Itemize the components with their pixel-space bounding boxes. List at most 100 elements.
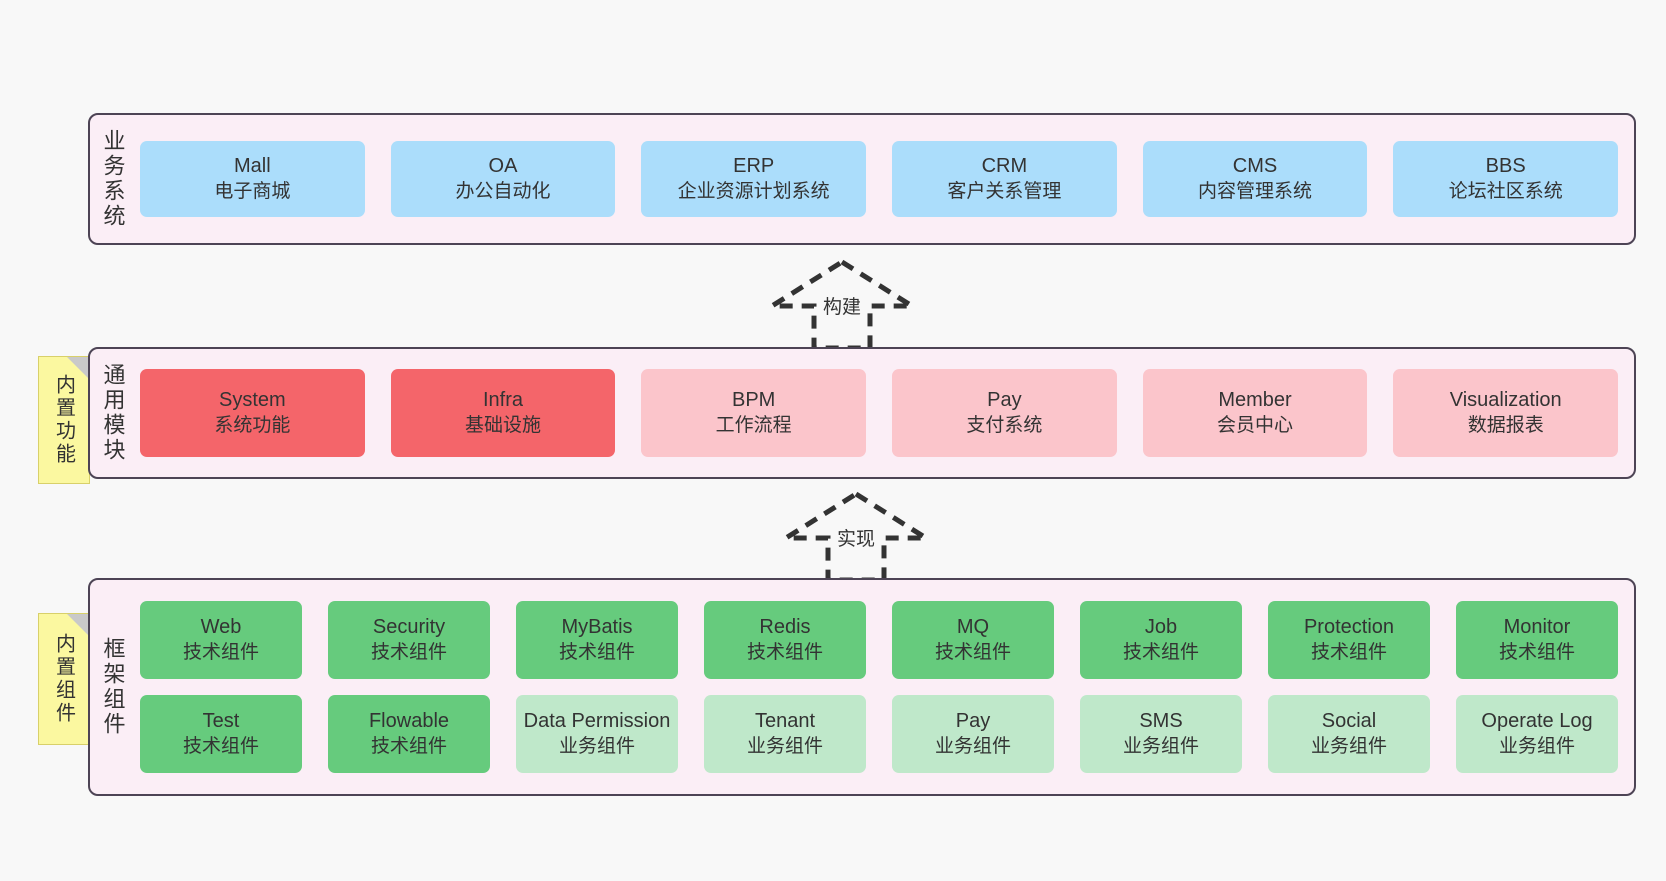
sticky-fold-corner-icon (67, 614, 89, 636)
node-title: BPM (732, 389, 776, 412)
node-title: ERP (733, 155, 775, 178)
node-title: Pay (987, 389, 1022, 412)
node-web[interactable]: Web 技术组件 (140, 601, 302, 679)
node-subtitle: 业务组件 (1122, 735, 1199, 757)
layer-label-modules: 通用模块 (100, 363, 126, 463)
sticky-note-builtin-features: 内置功能 (38, 356, 90, 484)
node-subtitle: 技术组件 (182, 735, 259, 757)
layer-row: Test 技术组件 Flowable 技术组件 Data Permission … (140, 695, 1618, 773)
node-infra[interactable]: Infra 基础设施 (390, 369, 616, 457)
node-tenant[interactable]: Tenant 业务组件 (704, 695, 866, 773)
node-subtitle: 业务组件 (934, 735, 1011, 757)
node-monitor[interactable]: Monitor 技术组件 (1456, 601, 1618, 679)
node-title: BBS (1485, 155, 1526, 178)
node-title: Protection (1303, 616, 1395, 639)
node-sms[interactable]: SMS 业务组件 (1080, 695, 1242, 773)
node-erp[interactable]: ERP 企业资源计划系统 (641, 141, 867, 217)
node-pay-component[interactable]: Pay 业务组件 (892, 695, 1054, 773)
node-subtitle: 业务组件 (558, 735, 635, 757)
node-visualization[interactable]: Visualization 数据报表 (1393, 369, 1619, 457)
node-social[interactable]: Social 业务组件 (1268, 695, 1430, 773)
node-title: Operate Log (1481, 710, 1593, 733)
layer-row: Mall 电子商城 OA 办公自动化 ERP 企业资源计划系统 CRM 客户关系… (140, 141, 1619, 217)
node-title: Pay (955, 710, 991, 733)
node-title: Job (1144, 616, 1178, 639)
node-subtitle: 技术组件 (558, 641, 635, 663)
node-title: Mall (234, 155, 271, 178)
node-member[interactable]: Member 会员中心 (1142, 369, 1368, 457)
node-subtitle: 内容管理系统 (1198, 180, 1313, 202)
node-bbs[interactable]: BBS 论坛社区系统 (1393, 141, 1619, 217)
node-title: CMS (1232, 155, 1278, 178)
node-title: Web (200, 616, 242, 639)
node-subtitle: 业务组件 (1498, 735, 1575, 757)
node-subtitle: 基础设施 (465, 414, 542, 436)
arrow-label-implement: 实现 (836, 529, 875, 550)
node-title: Monitor (1503, 616, 1571, 639)
sticky-note-label: 内置功能 (52, 374, 75, 466)
layer-row: System 系统功能 Infra 基础设施 BPM 工作流程 Pay 支付系统… (140, 369, 1619, 457)
node-subtitle: 技术组件 (1310, 641, 1387, 663)
node-flowable[interactable]: Flowable 技术组件 (328, 695, 490, 773)
node-test[interactable]: Test 技术组件 (140, 695, 302, 773)
sticky-note-label: 内置组件 (52, 633, 75, 725)
node-subtitle: 系统功能 (214, 414, 291, 436)
node-crm[interactable]: CRM 客户关系管理 (892, 141, 1117, 217)
node-subtitle: 技术组件 (746, 641, 823, 663)
node-protection[interactable]: Protection 技术组件 (1268, 601, 1430, 679)
sticky-fold-corner-icon (67, 357, 89, 379)
node-title: MyBatis (561, 616, 633, 639)
node-subtitle: 客户关系管理 (947, 180, 1062, 202)
node-cms[interactable]: CMS 内容管理系统 (1142, 141, 1368, 217)
node-title: SMS (1139, 710, 1183, 733)
node-title: Member (1218, 389, 1292, 412)
node-subtitle: 技术组件 (1122, 641, 1199, 663)
node-subtitle: 技术组件 (182, 641, 259, 663)
layer-body-modules: System 系统功能 Infra 基础设施 BPM 工作流程 Pay 支付系统… (136, 349, 1634, 477)
node-mybatis[interactable]: MyBatis 技术组件 (516, 601, 678, 679)
node-subtitle: 业务组件 (746, 735, 823, 757)
node-title: Redis (759, 616, 811, 639)
node-title: OA (488, 155, 518, 178)
layer-body-framework: Web 技术组件 Security 技术组件 MyBatis 技术组件 Redi… (136, 580, 1634, 794)
node-title: Visualization (1449, 389, 1562, 412)
node-subtitle: 论坛社区系统 (1448, 180, 1563, 202)
node-title: Social (1321, 710, 1377, 733)
node-oa[interactable]: OA 办公自动化 (390, 141, 616, 217)
node-title: Tenant (754, 710, 816, 733)
node-system[interactable]: System 系统功能 (140, 369, 365, 457)
node-subtitle: 办公自动化 (455, 180, 551, 202)
layer-label-business: 业务系统 (100, 129, 126, 229)
node-subtitle: 会员中心 (1217, 414, 1294, 436)
node-job[interactable]: Job 技术组件 (1080, 601, 1242, 679)
layer-label-framework: 框架组件 (100, 637, 126, 737)
arrow-label-build: 构建 (822, 297, 861, 318)
node-bpm[interactable]: BPM 工作流程 (641, 369, 867, 457)
node-subtitle: 业务组件 (1310, 735, 1387, 757)
node-data-permission[interactable]: Data Permission 业务组件 (516, 695, 678, 773)
node-mall[interactable]: Mall 电子商城 (140, 141, 365, 217)
node-security[interactable]: Security 技术组件 (328, 601, 490, 679)
generalization-arrow-build: 构建 (752, 256, 932, 352)
node-subtitle: 支付系统 (966, 414, 1043, 436)
layer-body-business: Mall 电子商城 OA 办公自动化 ERP 企业资源计划系统 CRM 客户关系… (136, 115, 1634, 243)
node-operate-log[interactable]: Operate Log 业务组件 (1456, 695, 1618, 773)
node-mq[interactable]: MQ 技术组件 (892, 601, 1054, 679)
node-title: CRM (981, 155, 1028, 178)
node-title: MQ (956, 616, 990, 639)
layer-framework-components: 框架组件 Web 技术组件 Security 技术组件 MyBatis 技术组件… (88, 578, 1636, 796)
node-title: Security (372, 616, 446, 639)
layer-business-systems: 业务系统 Mall 电子商城 OA 办公自动化 ERP 企业资源计划系统 CRM… (88, 113, 1636, 245)
node-subtitle: 电子商城 (214, 180, 291, 202)
node-redis[interactable]: Redis 技术组件 (704, 601, 866, 679)
node-title: Infra (482, 389, 524, 412)
layer-common-modules: 通用模块 System 系统功能 Infra 基础设施 BPM 工作流程 Pay… (88, 347, 1636, 479)
node-subtitle: 技术组件 (1498, 641, 1575, 663)
node-pay-module[interactable]: Pay 支付系统 (892, 369, 1117, 457)
sticky-note-builtin-components: 内置组件 (38, 613, 90, 745)
node-subtitle: 技术组件 (934, 641, 1011, 663)
node-subtitle: 数据报表 (1467, 414, 1544, 436)
layer-row: Web 技术组件 Security 技术组件 MyBatis 技术组件 Redi… (140, 601, 1618, 679)
node-title: Data Permission (523, 710, 671, 733)
